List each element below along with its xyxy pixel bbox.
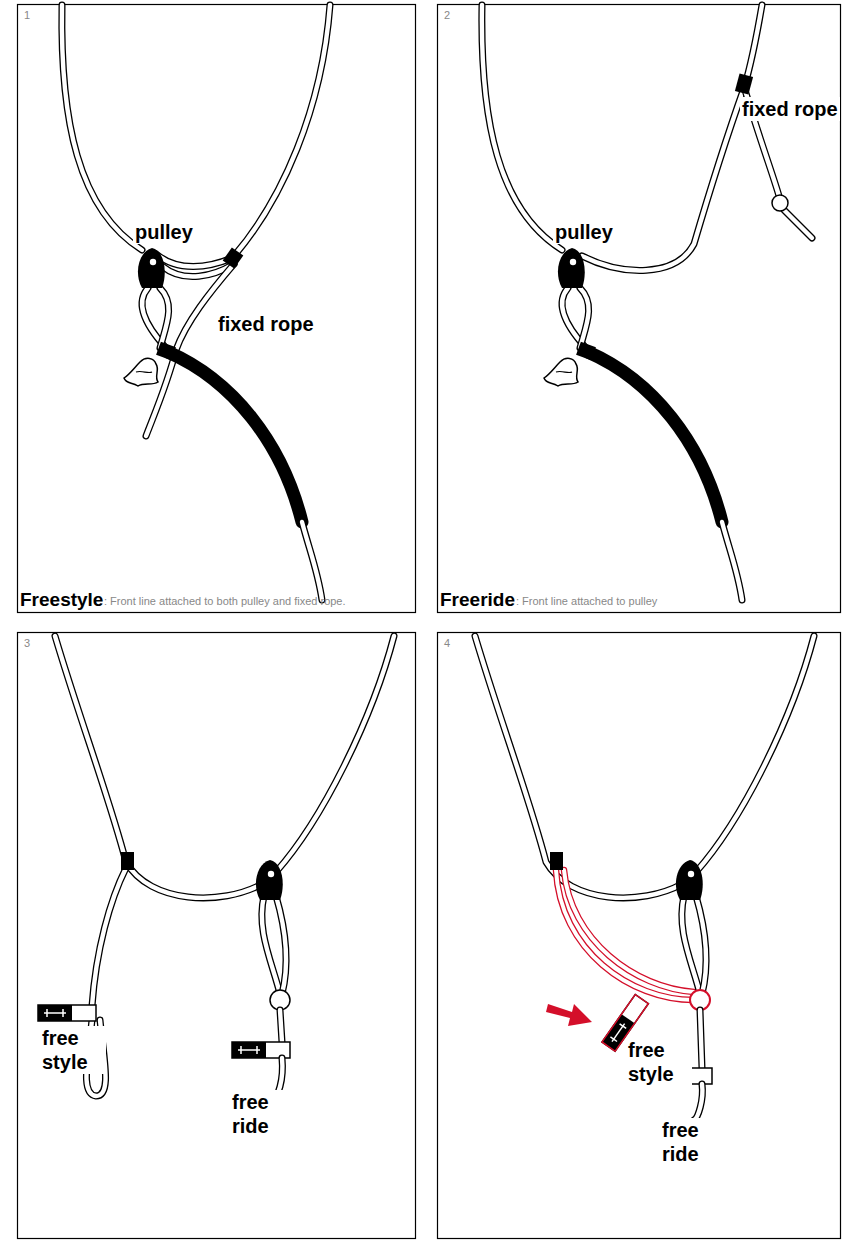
freeride-bridle <box>482 5 812 600</box>
panel-number: 1 <box>24 9 30 22</box>
part-label: pulley <box>133 220 195 244</box>
freestyle-bridle <box>62 5 330 600</box>
panel-caption: Freeride <box>440 589 515 611</box>
panel-caption: : Front line attached to pulley <box>516 595 657 608</box>
part-label: free style <box>40 1026 106 1074</box>
bridle-tags <box>38 636 394 1100</box>
part-label: pulley <box>553 220 615 244</box>
panel-frame <box>18 5 841 1239</box>
part-label: fixed rope <box>740 97 840 121</box>
panel-number: 2 <box>444 9 450 22</box>
part-label: free ride <box>660 1118 726 1166</box>
panel-number: 3 <box>24 637 30 650</box>
panel-number: 4 <box>444 637 450 650</box>
panel-caption: : Front line attached to both pulley and… <box>104 595 346 608</box>
panel-caption: Freestyle <box>20 589 103 611</box>
part-label: fixed rope <box>216 312 316 336</box>
part-label: free ride <box>230 1090 296 1138</box>
bridle-tags-attached <box>475 636 814 1120</box>
part-label: free style <box>626 1038 692 1086</box>
red-arrow <box>546 1004 592 1026</box>
